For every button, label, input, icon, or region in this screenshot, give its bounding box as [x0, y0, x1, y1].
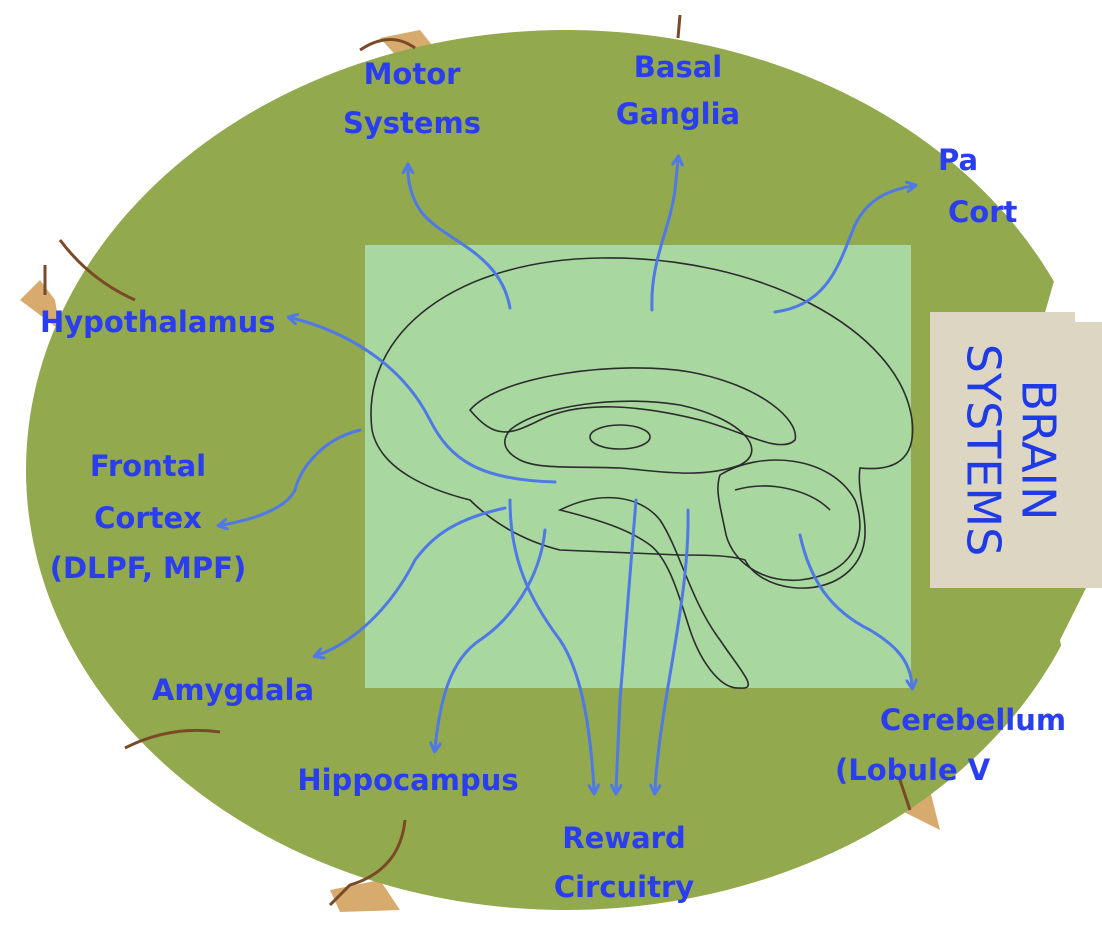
center-panel	[365, 245, 911, 688]
tab-title-brain: BRAIN	[1012, 379, 1066, 520]
label-reward-line1: Reward	[562, 821, 685, 855]
label-parietal-line1: Pa	[938, 143, 978, 177]
crack-top	[678, 15, 680, 38]
label-cerebellum-line2: (Lobule V	[835, 753, 991, 787]
label-parietal-line2: Cort	[948, 195, 1018, 229]
brain-systems-tab: BRAIN SYSTEMS	[930, 312, 1102, 588]
label-frontal-line1: Frontal	[90, 449, 206, 483]
label-amygdala: Amygdala	[152, 673, 314, 707]
label-motor-line1: Motor	[364, 57, 462, 91]
label-reward-line2: Circuitry	[554, 870, 694, 904]
tab-title-systems: SYSTEMS	[957, 344, 1011, 557]
label-frontal-line2: Cortex	[94, 501, 202, 535]
label-basal-line1: Basal	[634, 50, 722, 84]
label-hippocampus: Hippocampus	[297, 763, 518, 797]
label-basal-line2: Ganglia	[616, 97, 740, 131]
label-frontal-line3: (DLPF, MPF)	[50, 551, 247, 585]
label-cerebellum-line1: Cerebellum	[880, 703, 1066, 737]
label-motor-line2: Systems	[343, 106, 481, 140]
label-hypothalamus: Hypothalamus	[40, 305, 276, 339]
